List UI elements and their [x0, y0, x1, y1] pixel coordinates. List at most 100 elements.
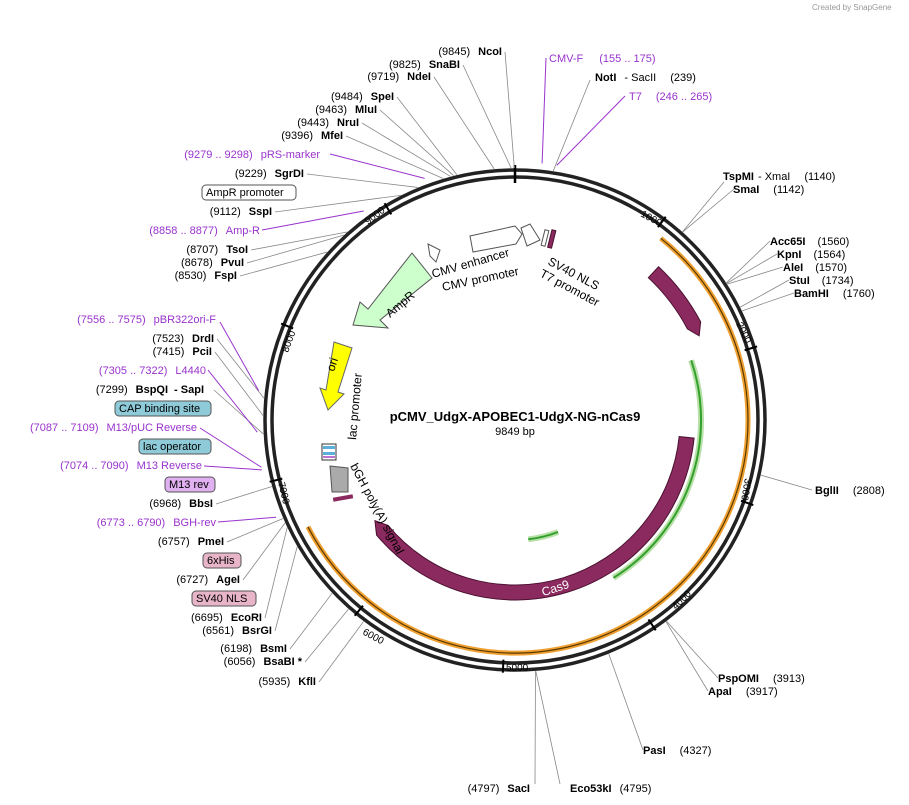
primer-cmv-f: CMV-F(155 .. 175) — [549, 53, 656, 65]
cas9-feature — [374, 436, 695, 601]
box-6xhis — [202, 552, 242, 569]
ori-feature — [319, 341, 353, 411]
sv40-nls-bottom-feature — [332, 494, 354, 502]
primer-leader-5 — [207, 369, 258, 433]
leader-stui — [740, 279, 790, 308]
leader-bamhi — [742, 292, 795, 312]
left-labels: (9845)NcoI (9825)SnaBI (9719)NdeI (9484)… — [30, 46, 530, 795]
label-agei: (6727)AgeI — [176, 574, 240, 586]
leader-ecori — [264, 527, 288, 619]
tick-label-5000: 5000 — [506, 663, 529, 674]
leader-pcii — [214, 351, 264, 416]
plasmid-length: 9849 bp — [495, 426, 535, 438]
tick-4000 — [647, 618, 657, 631]
label-drdi: (7523)DrdI — [152, 333, 214, 345]
tick-label-8000: 8000 — [280, 329, 298, 354]
label-sspi: (9112)SspI — [210, 206, 272, 218]
label-smai: SmaI(1142) — [733, 184, 804, 196]
label-acc65i: Acc65I(1560) — [770, 236, 849, 248]
leader-noti — [552, 79, 591, 172]
leader-agei — [242, 522, 286, 581]
sv40-nls-top-feature — [540, 229, 550, 247]
primer-pbr322ori-f: (7556 .. 7575)pBR322ori-F — [77, 314, 216, 326]
cmv-promoter-arrow — [520, 223, 541, 247]
box-m13-rev — [164, 476, 216, 493]
primer-leader-8 — [217, 516, 277, 523]
leader-tsoi — [250, 231, 348, 251]
ampr-feature — [352, 252, 433, 329]
green-arc-left-core — [528, 531, 559, 541]
leader-pmei — [226, 518, 284, 543]
bgh-polya-label: bGH poly(A) signal — [347, 461, 407, 557]
label-kpni: KpnI(1564) — [777, 249, 845, 261]
box-cap-binding-site — [114, 400, 212, 417]
primer-leader-1 — [556, 95, 626, 166]
cmv-enhancer-arrow — [469, 225, 523, 253]
primer-leader-4 — [219, 321, 260, 391]
box-ampr-promoter — [201, 184, 297, 201]
leader-sspi — [274, 194, 401, 213]
apobec-feature — [647, 266, 702, 337]
tick-9000 — [383, 202, 393, 215]
leader-ncoi — [504, 51, 515, 169]
leader-mfei — [345, 135, 444, 179]
tick-6000 — [353, 605, 364, 617]
label-ncoi: (9845)NcoI — [438, 46, 502, 58]
leader-bsmi — [289, 593, 333, 650]
leader-fspi — [239, 251, 328, 277]
leader-bsabi — [304, 608, 349, 663]
ori-label: ori — [324, 356, 341, 373]
lac-operator-mark — [323, 452, 335, 455]
label-bglii: BglII(2808) — [815, 485, 885, 497]
primer-leader-7 — [203, 465, 262, 471]
primer-leader-2 — [329, 153, 425, 179]
leader-ndei — [433, 76, 495, 170]
bgh-polya-feature — [329, 465, 349, 493]
leader-bsrgi — [274, 546, 298, 632]
leader-smai — [682, 188, 735, 233]
cap-site-mark — [323, 446, 335, 449]
leader-pvui — [246, 234, 344, 264]
box-m13-rev-text: M13 rev — [169, 479, 209, 491]
label-ecori: (6695)EcoRI — [191, 612, 262, 624]
label-noti: NotI- SacII(239) — [595, 72, 696, 84]
snapgene-credit: Created by SnapGene — [812, 3, 892, 12]
label-stui: StuI(1734) — [789, 275, 854, 287]
label-sgrdi: (9229)SgrDI — [235, 168, 304, 180]
label-bbsi: (6968)BbsI — [149, 498, 213, 510]
label-pasi: PasI(4327) — [643, 745, 711, 757]
orange-feature-arc-core — [307, 237, 749, 654]
box-lac-operator — [138, 438, 212, 455]
leader-nrui — [361, 122, 451, 177]
label-eco53ki: Eco53kI(4795) — [570, 783, 651, 795]
lac-promoter-label: lac promoter — [345, 373, 365, 441]
tick-label-3000: 3000 — [738, 477, 753, 501]
leader-tspmi — [682, 181, 725, 233]
label-mlui: (9463)MluI — [315, 104, 377, 116]
leader-drdi — [216, 338, 265, 399]
primer-m13-puc-reverse: (7087 .. 7109)M13/pUC Reverse — [30, 422, 197, 434]
leader-pasi — [608, 653, 644, 751]
tick-5000 — [501, 659, 505, 673]
leader-kpni — [726, 253, 778, 284]
label-spei: (9484)SpeI — [331, 91, 394, 103]
plasmid-name: pCMV_UdgX-APOBEC1-UdgX-NG-nCas9 — [390, 409, 641, 424]
box-sv40-nls-text: SV40 NLS — [196, 593, 247, 605]
tick-label-7000: 7000 — [275, 481, 291, 506]
leader-lines — [199, 51, 813, 785]
tick-8000 — [280, 322, 294, 330]
label-bsrgi: (6561)BsrGI — [202, 625, 272, 637]
t7-promoter-feature — [547, 229, 557, 249]
label-ndei: (9719)NdeI — [367, 71, 431, 83]
label-pcii: (7415)PciI — [153, 346, 212, 358]
top-labels: CMV-F(155 .. 175) NotI- SacII(239) T7(24… — [549, 53, 712, 103]
leader-eco53ki — [535, 671, 561, 785]
leader-spei — [396, 96, 458, 176]
primer-leader-3 — [261, 210, 364, 231]
leader-sgrdi — [306, 173, 418, 188]
m13-rev-mark — [323, 456, 335, 458]
label-alei: AleI(1570) — [783, 262, 847, 274]
leader-acc65i — [726, 240, 771, 284]
box-cap-binding-site-text: CAP binding site — [119, 403, 200, 415]
